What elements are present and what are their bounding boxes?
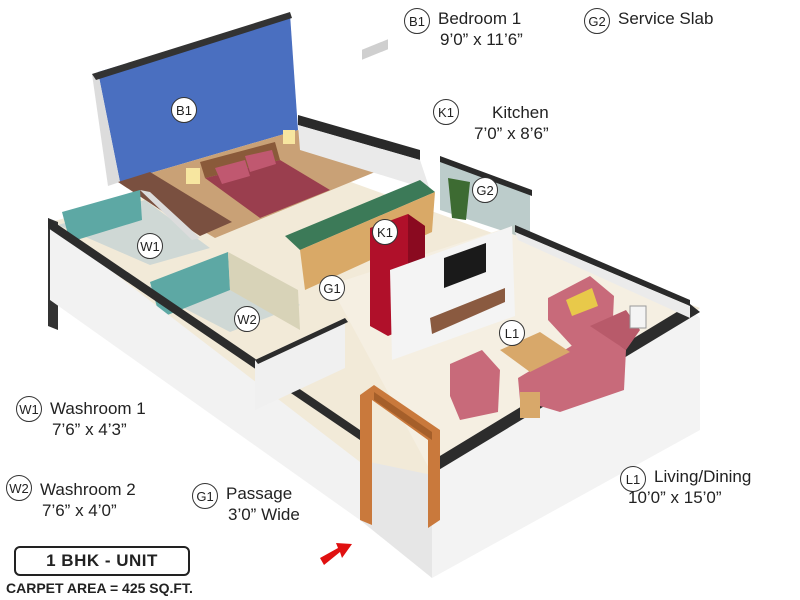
balcony-rail xyxy=(298,115,420,160)
passage-wall xyxy=(255,318,345,410)
legend-size: 9’0” x 11’6” xyxy=(440,30,523,49)
legend-name: Service Slab xyxy=(618,9,714,28)
marker-kitchen: K1 xyxy=(372,219,398,245)
washroom-1-wall xyxy=(140,190,200,240)
side-lamp xyxy=(629,305,647,329)
outer-wall-right-face xyxy=(430,310,700,578)
legend-code: W2 xyxy=(6,475,32,501)
bedside-lamp xyxy=(283,130,295,144)
kitchen-balcony-wall xyxy=(298,125,430,190)
bedroom-top-wall-edge xyxy=(92,12,292,80)
stove xyxy=(362,39,388,60)
sofa-back xyxy=(590,310,640,350)
legend-washroom-2: W2 Washroom 2 7’6” x 4’0” xyxy=(6,475,136,521)
legend-code: W1 xyxy=(16,396,42,422)
unit-type-badge: 1 BHK - UNIT xyxy=(14,546,190,576)
legend-bedroom: B1 Bedroom 1 9’0” x 11’6” xyxy=(404,8,523,50)
pillow xyxy=(215,160,250,184)
legend-name: Living/Dining xyxy=(654,467,752,486)
legend-code: B1 xyxy=(404,8,430,34)
outer-wall-left-face xyxy=(50,226,360,520)
living-balcony-rail xyxy=(515,225,690,306)
legend-service-slab: G2 Service Slab xyxy=(584,8,713,34)
legend-size: 7’0” x 8’6” xyxy=(474,124,549,143)
marker-washroom-2: W2 xyxy=(234,306,260,332)
legend-name: Washroom 2 xyxy=(40,480,136,499)
sofa xyxy=(518,330,626,412)
legend-code: G1 xyxy=(192,483,218,509)
entry-door-frame-inner xyxy=(374,392,432,440)
outer-wall-front-face xyxy=(360,460,432,578)
legend-size: 7’6” x 4’0” xyxy=(42,501,117,520)
marker-living-dining: L1 xyxy=(499,320,525,346)
legend-size: 10’0” x 15’0” xyxy=(628,488,722,507)
cushion xyxy=(566,288,598,316)
entry-door-frame xyxy=(360,385,440,528)
legend-size: 3’0” Wide xyxy=(228,505,300,524)
legend-living-dining: L1 Living/Dining 10’0” x 15’0” xyxy=(620,466,751,508)
plant xyxy=(448,178,470,220)
legend-code: L1 xyxy=(620,466,646,492)
legend-code: G2 xyxy=(584,8,610,34)
marker-passage: G1 xyxy=(319,275,345,301)
marker-washroom-1: W1 xyxy=(137,233,163,259)
washroom-1-tiles xyxy=(62,190,142,242)
marker-service-slab: G2 xyxy=(472,177,498,203)
tv xyxy=(444,243,486,288)
marker-bedroom: B1 xyxy=(171,97,197,123)
service-rail xyxy=(440,156,532,196)
coffee-table xyxy=(500,332,570,372)
legend-passage: G1 Passage 3’0” Wide xyxy=(192,483,300,525)
armchair xyxy=(450,350,500,420)
legend-size: 7’6” x 4’3” xyxy=(52,420,127,439)
marker-kitchen: K1 xyxy=(433,99,459,125)
unit-title: 1 BHK - UNIT xyxy=(46,551,158,570)
bedroom-accent-wall xyxy=(98,14,298,182)
legend-name: Kitchen xyxy=(492,103,549,122)
bedroom-side-wall xyxy=(92,72,120,186)
legend-name: Passage xyxy=(226,484,293,503)
side-table xyxy=(520,392,540,418)
living-back-wall xyxy=(515,232,690,318)
legend-kitchen: Kitchen 7’0” x 8’6” xyxy=(472,102,549,144)
tv-unit xyxy=(430,288,505,334)
legend-washroom-1: W1 Washroom 1 7’6” x 4’3” xyxy=(16,396,146,440)
legend-name: Bedroom 1 xyxy=(438,9,522,28)
legend-name: Washroom 1 xyxy=(50,399,146,418)
entry-arrow xyxy=(320,543,352,565)
bedroom-wardrobe xyxy=(118,172,232,236)
kitchen-counter-top xyxy=(285,180,435,250)
passage-wall-top xyxy=(255,318,348,364)
bedside-lamp xyxy=(186,168,200,184)
pillow xyxy=(245,150,276,172)
carpet-area-label: CARPET AREA = 425 SQ.FT. xyxy=(6,580,193,596)
washroom-2-side-tiles xyxy=(228,252,300,330)
